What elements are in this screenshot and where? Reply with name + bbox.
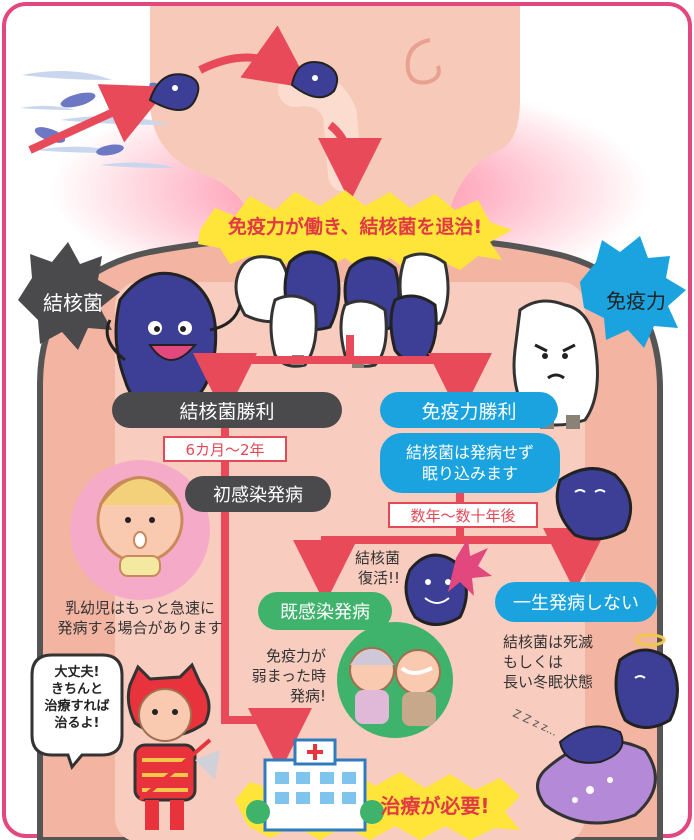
death-note-line-2: もしくは: [503, 653, 564, 671]
primary-infection-pill: 初感染発病: [185, 476, 331, 512]
flow-arrows: [193, 335, 607, 772]
reviving-bacterium-icon: [404, 553, 468, 626]
reassure-line-2: きちんと: [50, 682, 103, 697]
weakened-note-line-1: 免疫力が: [265, 647, 326, 665]
death-note: 結核菌は死滅 もしくは 長い冬眠状態: [503, 632, 623, 692]
dormant-note-line-1: 結核菌は発病せず: [405, 443, 534, 462]
reassure-line-3: 治療すれば: [44, 699, 110, 714]
reassure-bubble-text: 大丈夫! きちんと 治療すれば 治るよ!: [30, 664, 124, 732]
airway-arrow-2: [317, 121, 382, 202]
immunity-badge: [580, 236, 686, 348]
reassure-line-4: 治るよ!: [54, 716, 100, 731]
dormant-bacterium-icon: [536, 725, 657, 825]
bacteria-badge: [18, 242, 120, 350]
bacterium-character-icon: [105, 271, 242, 413]
revival-note: 結核菌 復活!!: [340, 548, 400, 588]
revival-note-line-2: 復活!!: [357, 569, 400, 587]
reassure-line-1: 大丈夫!: [54, 665, 100, 680]
dormant-note-box: 結核菌は発病せず 眠り込みます: [380, 433, 560, 493]
weakened-note-line-2: 弱まった時: [251, 667, 326, 685]
infant-note-line-1: 乳幼児はもっと急速に: [64, 599, 215, 617]
battle-burst-text: 免疫力が働き、結核菌を退治!: [227, 216, 483, 238]
duration-tag: 6カ月〜2年: [163, 436, 287, 462]
sleeping-bacterium-icon: [555, 467, 633, 541]
weakened-note-line-3: 発病!: [289, 687, 326, 705]
dormant-note-line-2: 眠り込みます: [421, 464, 518, 483]
infant-note-line-2: 発病する場合があります: [57, 619, 223, 637]
no-disease-pill: 一生発病しない: [495, 582, 657, 622]
bacterium-flying-2-icon: [290, 61, 338, 99]
death-note-line-3: 長い冬眠状態: [503, 673, 594, 691]
hero-character-icon: [126, 662, 220, 830]
immunity-win-pill: 免疫力勝利: [380, 392, 558, 428]
bacterium-flying-1-icon: [148, 73, 200, 111]
reassure-bubble: [30, 653, 124, 771]
weakened-note: 免疫力が 弱まった時 発病!: [240, 646, 326, 706]
inhale-arrow: [28, 84, 170, 154]
secondary-infection-pill: 既感染発病: [258, 592, 392, 630]
elderly-couple-icon: [349, 647, 441, 726]
battle-burst: [198, 190, 512, 272]
immunity-badge-label: 免疫力: [606, 288, 666, 313]
bacteria-win-pill: 結核菌勝利: [112, 392, 342, 428]
infant-icon: [96, 476, 184, 577]
revival-flash: [448, 538, 492, 596]
infant-note: 乳幼児はもっと急速に 発病する場合があります: [40, 598, 240, 638]
ear: [405, 38, 441, 85]
hospital-icon: [246, 738, 384, 832]
death-note-line-1: 結核菌は死滅: [503, 633, 594, 651]
angel-bacterium-icon: [614, 633, 679, 729]
revival-note-line-1: 結核菌: [354, 549, 400, 567]
years-tag: 数年〜数十年後: [388, 502, 538, 528]
bacteria-badge-label: 結核菌: [43, 290, 103, 315]
treatment-burst-text: 治療が必要!: [380, 794, 490, 818]
airway-arrow-1: [198, 25, 312, 89]
